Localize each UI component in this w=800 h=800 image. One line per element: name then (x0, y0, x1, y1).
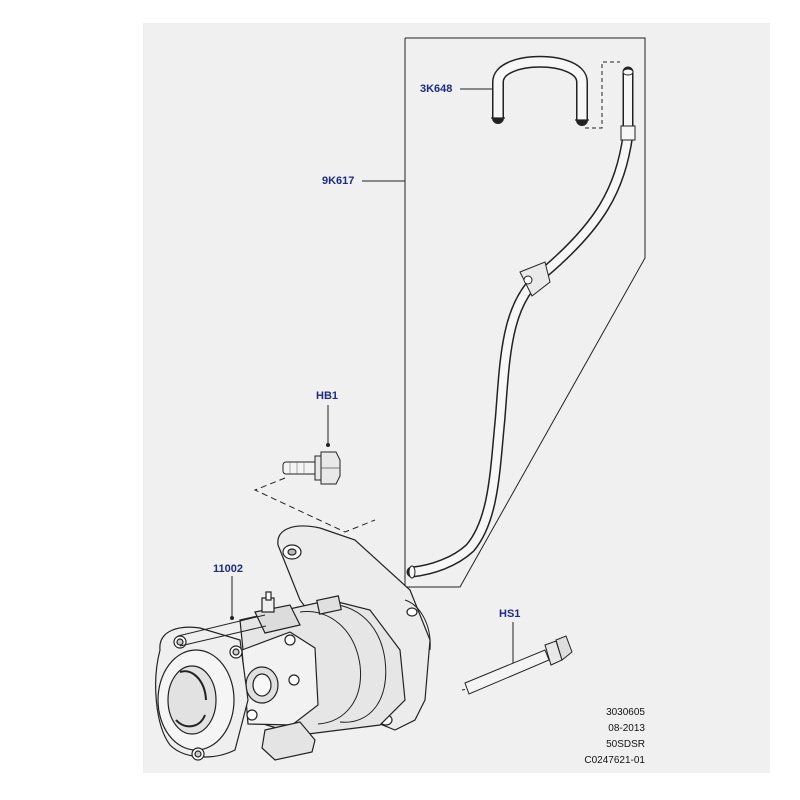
reference-line-1: 3030605 (606, 707, 645, 718)
callout-9k617: 9K617 (322, 175, 355, 187)
bolt-hs1 (461, 635, 573, 695)
callout-hb1: HB1 (316, 390, 339, 402)
reference-line-2: 08-2013 (608, 723, 645, 734)
reference-line-4: C0247621-01 (584, 755, 645, 766)
tube-group-bracket (404, 37, 646, 588)
hose-connection-dashes (585, 61, 620, 129)
starter-motor-11002 (155, 525, 431, 761)
reference-line-3: 50SDSR (606, 739, 645, 750)
leader-dot-11002 (230, 616, 234, 620)
bolt-hb1 (282, 451, 341, 485)
callout-3k648: 3K648 (420, 83, 453, 95)
leader-dot-hb1 (326, 443, 330, 447)
callout-11002: 11002 (213, 563, 243, 575)
tube-clip (519, 261, 551, 297)
tube-9k617 (406, 66, 634, 578)
callout-hs1: HS1 (499, 608, 521, 620)
hb1-dashes (253, 477, 376, 533)
